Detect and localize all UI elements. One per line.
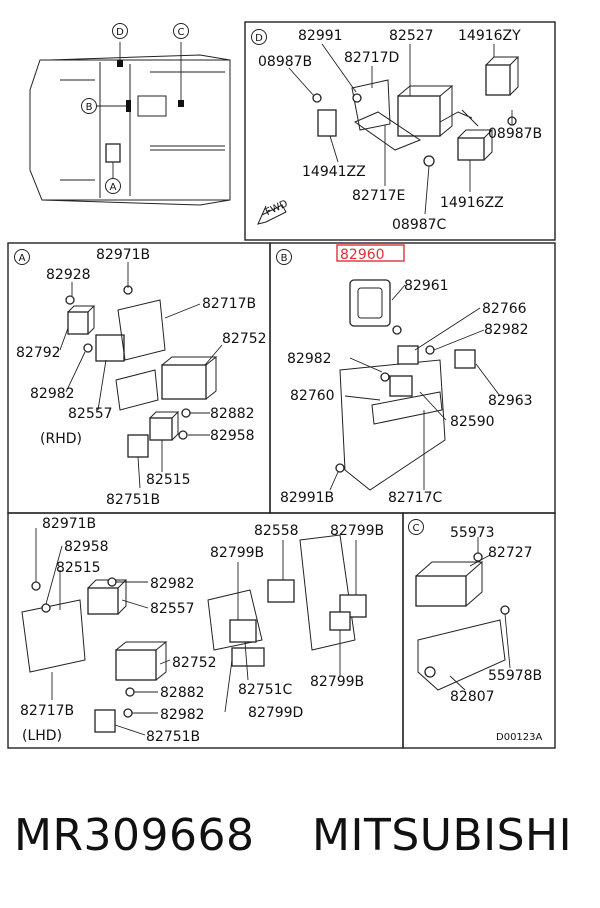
label-82751b: 82751B [106, 492, 160, 508]
label-82792: 82792 [16, 345, 61, 361]
section-a: A 82971B 82928 82717B 82792 82752 82982 [7, 242, 271, 514]
label-82557: 82557 [68, 406, 113, 422]
section-b: B 82960 82961 82766 82982 82982 82760 82… [269, 242, 556, 514]
label-82799b-bottom: 82799B [310, 674, 364, 690]
label-82717b: 82717B [202, 296, 256, 312]
label-82717e: 82717E [352, 188, 405, 204]
control-unit-82727 [415, 575, 467, 607]
label-82991: 82991 [298, 28, 343, 44]
label-82751c: 82751C [238, 682, 293, 698]
label-82928: 82928 [46, 267, 91, 283]
label-82558: 82558 [254, 523, 299, 539]
section-c-letter: C [413, 523, 420, 534]
section-lhd: 82971B 82958 82515 82982 82557 82752 828… [7, 512, 404, 749]
label-82982-left: 82982 [287, 351, 332, 367]
parts-diagram: D C B A D [7, 21, 556, 749]
label-82727: 82727 [488, 545, 533, 561]
label-08987c: 08987C [392, 217, 447, 233]
fwd-label: FWD [264, 198, 290, 218]
label-82958: 82958 [210, 428, 255, 444]
section-d-letter: D [255, 33, 263, 44]
relay-82760 [389, 375, 413, 397]
section-d: D FWD 82991 82527 14916ZY 08987 [244, 21, 556, 241]
label-82717d: 82717D [344, 50, 399, 66]
label-82961: 82961 [404, 278, 449, 294]
label-82971b-lhd: 82971B [42, 516, 96, 532]
label-14916zz: 14916ZZ [440, 195, 504, 211]
label-82557-lhd: 82557 [150, 601, 195, 617]
connector-82799d [231, 647, 265, 667]
footer: MR309668 MITSUBISHI [0, 800, 600, 880]
label-82799b-left: 82799B [210, 545, 264, 561]
label-82982-lhd-top: 82982 [150, 576, 195, 592]
relay-82557-lhd [87, 587, 119, 615]
relay-82766 [397, 345, 419, 365]
label-82760: 82760 [290, 388, 335, 404]
section-a-letter: A [19, 253, 26, 264]
relay-82751b-lhd [94, 709, 116, 733]
label-82958-lhd: 82958 [64, 539, 109, 555]
label-82515-lhd: 82515 [56, 560, 101, 576]
relay-82515 [149, 417, 173, 441]
section-b-letter: B [281, 253, 288, 264]
label-82991b: 82991B [280, 490, 334, 506]
section-c: C 55973 82727 55978B 82807 [402, 512, 556, 749]
relay-82751b [127, 434, 149, 458]
label-82807: 82807 [450, 689, 495, 705]
marker-a: A [110, 182, 117, 193]
relay-14916zy [485, 64, 511, 96]
label-82766: 82766 [482, 301, 527, 317]
label-55978b: 55978B [488, 668, 542, 684]
bracket-14941zz [317, 109, 337, 137]
label-82752-lhd: 82752 [172, 655, 217, 671]
marker-d: D [116, 27, 124, 38]
label-82963: 82963 [488, 393, 533, 409]
label-14916zy: 14916ZY [458, 28, 521, 44]
lhd-note: (LHD) [22, 728, 62, 744]
relay-82557 [95, 334, 125, 362]
label-14941zz: 14941ZZ [302, 164, 366, 180]
label-82527: 82527 [389, 28, 434, 44]
relay-block-82752 [161, 364, 207, 400]
label-82590: 82590 [450, 414, 495, 430]
label-82515: 82515 [146, 472, 191, 488]
vehicle-overview: D C B A [29, 23, 231, 206]
label-08987b-right: 08987B [488, 126, 542, 142]
relay-82792 [67, 311, 89, 335]
label-82799b-top-right: 82799B [330, 523, 384, 539]
label-82882-lhd: 82882 [160, 685, 205, 701]
sensor-82963 [454, 349, 476, 369]
label-82752: 82752 [222, 331, 267, 347]
part-number: MR309668 [14, 810, 255, 861]
relay-block-82752-lhd [115, 649, 157, 681]
brand-name: MITSUBISHI [312, 810, 573, 861]
label-08987b-top: 08987B [258, 54, 312, 70]
connector-82799b-bottom [329, 611, 351, 631]
label-55973: 55973 [450, 525, 495, 541]
label-82717c: 82717C [388, 490, 443, 506]
label-82960-highlight: 82960 [340, 247, 385, 263]
marker-c: C [178, 27, 185, 38]
label-82982-lhd-bottom: 82982 [160, 707, 205, 723]
label-82882: 82882 [210, 406, 255, 422]
relay-14916zz [457, 137, 485, 161]
connector-82751c [229, 619, 257, 643]
label-82799d: 82799D [248, 705, 303, 721]
label-82982: 82982 [30, 386, 75, 402]
control-unit-82527 [397, 95, 441, 137]
label-82971b: 82971B [96, 247, 150, 263]
rhd-note: (RHD) [40, 431, 82, 447]
label-82717b-lhd: 82717B [20, 703, 74, 719]
grommet-82960 [349, 279, 391, 327]
connector-82558 [267, 579, 295, 603]
label-82751b-lhd: 82751B [146, 729, 200, 745]
marker-b: B [86, 102, 93, 113]
highlight-box [336, 244, 405, 262]
drawing-code: D00123A [496, 732, 543, 743]
label-82982-right: 82982 [484, 322, 529, 338]
